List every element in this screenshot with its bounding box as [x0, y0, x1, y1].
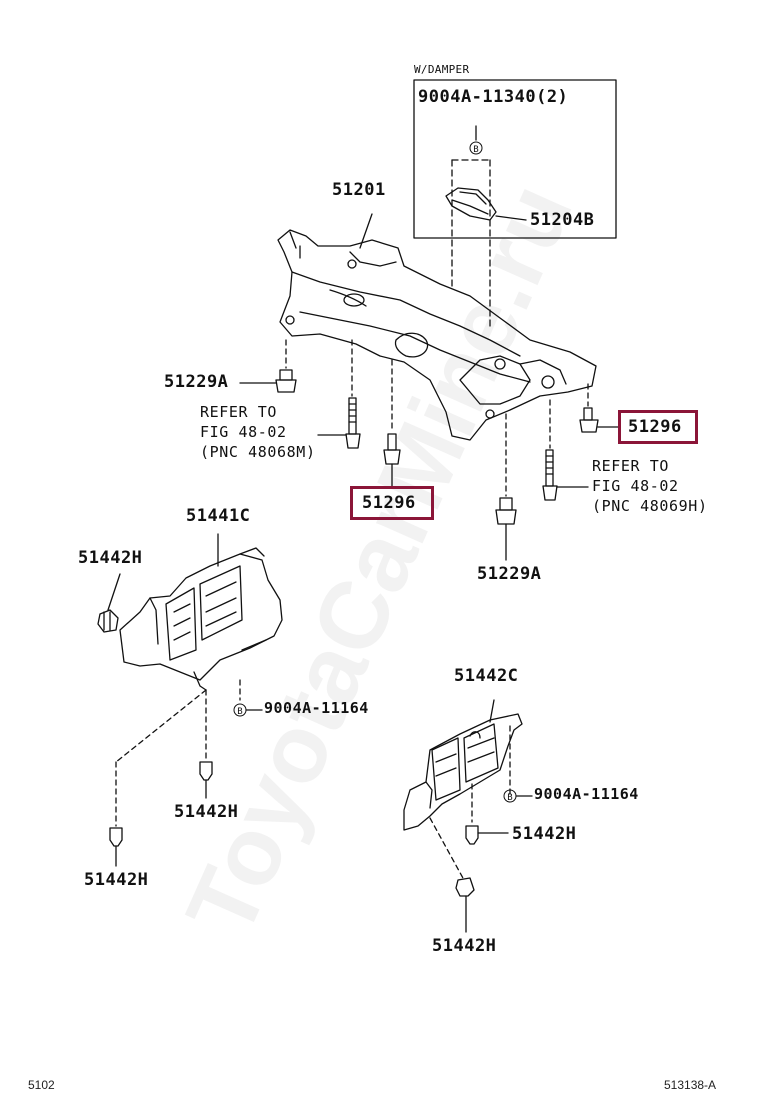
clip-51442H-a-drawing — [97, 573, 121, 633]
callout-b-text: B — [507, 793, 512, 803]
footer-figure-code: 513138-A — [664, 1078, 717, 1092]
refer-right-line1: REFER TO — [592, 457, 670, 475]
stopper-51229A-left-drawing — [239, 369, 297, 393]
callout-b-text: B — [473, 145, 478, 155]
highlight-51296-right — [618, 410, 698, 444]
footer-page-code: 5102 — [28, 1078, 55, 1092]
label-9004A-11164-right: 9004A-11164 — [534, 785, 639, 803]
label-51204B: 51204B — [530, 210, 595, 230]
clip-51442H-c-drawing — [109, 827, 123, 867]
bolt-51296-left-drawing — [383, 433, 401, 487]
label-51442H-e: 51442H — [432, 936, 497, 956]
damper-box-title: W/DAMPER — [414, 63, 470, 76]
cover-51442C-drawing — [403, 699, 523, 831]
refer-right-line3: (PNC 48069H) — [592, 497, 708, 515]
refer-left-line3: (PNC 48068M) — [200, 443, 316, 461]
label-51296-left: 51296 — [362, 493, 416, 513]
label-51229A-left: 51229A — [164, 372, 229, 392]
refer-left-line1: REFER TO — [200, 403, 278, 421]
damper-box-frame — [413, 79, 617, 239]
stopper-51229A-right-drawing — [495, 497, 517, 561]
label-9004A-11340: 9004A-11340(2) — [418, 87, 569, 107]
long-bolt-right-drawing — [542, 449, 589, 501]
label-51442H-c: 51442H — [84, 870, 149, 890]
long-bolt-left-drawing — [317, 397, 361, 449]
clip-51442H-d-drawing — [465, 825, 509, 845]
highlight-51296-left — [350, 486, 434, 520]
bolt-51296-right-drawing — [579, 407, 619, 433]
label-51201: 51201 — [332, 180, 386, 200]
cover-51441C-drawing — [119, 533, 283, 691]
damper-51204B-drawing — [445, 187, 527, 221]
refer-left-line2: FIG 48-02 — [200, 423, 287, 441]
label-51442H-d: 51442H — [512, 824, 577, 844]
callout-b-text: B — [237, 707, 242, 717]
crossmember-51201-drawing — [277, 213, 597, 441]
label-51442C: 51442C — [454, 666, 519, 686]
label-51296-right: 51296 — [628, 417, 682, 437]
refer-right-line2: FIG 48-02 — [592, 477, 679, 495]
clip-51442H-b-drawing — [199, 761, 213, 799]
callout-b-circle — [469, 141, 483, 155]
clip-51442H-e-drawing — [455, 877, 475, 933]
label-51229A-right: 51229A — [477, 564, 542, 584]
label-51441C: 51441C — [186, 506, 251, 526]
label-9004A-11164-left: 9004A-11164 — [264, 699, 369, 717]
label-51442H-b: 51442H — [174, 802, 239, 822]
label-51442H-a: 51442H — [78, 548, 143, 568]
